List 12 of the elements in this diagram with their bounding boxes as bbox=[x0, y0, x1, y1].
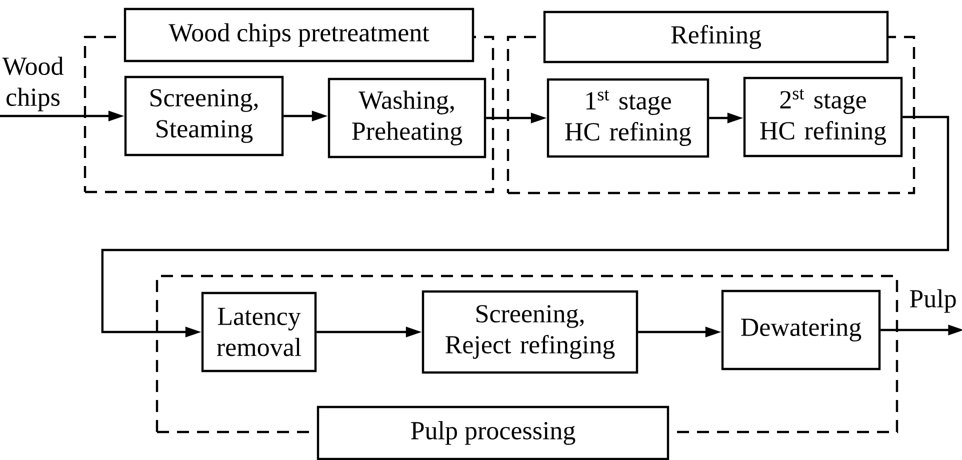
heading-box: Pulp processing bbox=[316, 406, 670, 460]
heading-box: Refining bbox=[543, 10, 889, 64]
process-box: Screening, Reject refinging bbox=[422, 290, 638, 374]
process-box: Screening, Steaming bbox=[124, 76, 284, 156]
process-box: Dewatering bbox=[721, 290, 881, 370]
heading-box: Wood chips pretreatment bbox=[124, 8, 474, 62]
process-box: 2$^{st}$ stage HC refining bbox=[743, 76, 903, 158]
process-box: 1$^{st}$ stage HC refining bbox=[546, 78, 710, 158]
flow-label: Pulp bbox=[910, 289, 956, 313]
process-box: Latency removal bbox=[201, 292, 317, 372]
flow-label: Wood chips bbox=[2, 56, 64, 112]
process-box: Washing, Preheating bbox=[328, 78, 486, 158]
